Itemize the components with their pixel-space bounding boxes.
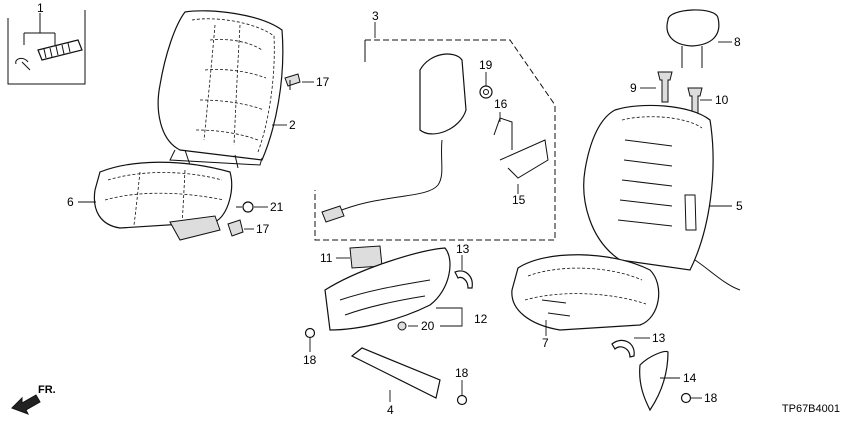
callout-16: 16 xyxy=(494,97,508,111)
callout-14: 14 xyxy=(683,371,697,385)
part-13-trim-clip-lower xyxy=(611,339,635,358)
callout-15: 15 xyxy=(512,193,526,207)
part-5-seat-back-cover xyxy=(583,104,741,291)
part-19-nut xyxy=(479,85,493,99)
part-18-screw-center xyxy=(456,394,468,406)
part-7-cushion-cover xyxy=(511,254,660,331)
callout-1: 1 xyxy=(37,1,44,15)
diagram-code: TP67B4001 xyxy=(781,403,840,415)
part-18-screw-right xyxy=(680,392,692,404)
part-14-cover xyxy=(639,350,669,412)
part-17-clip-upper xyxy=(284,73,301,90)
front-direction-arrow xyxy=(11,394,41,415)
callout-8: 8 xyxy=(734,35,741,49)
part-6-seat-cushion xyxy=(93,161,233,241)
part-21-bolt xyxy=(236,201,254,213)
part-15-wire xyxy=(499,139,549,179)
part-17-clip-lower xyxy=(227,219,244,237)
callout-4: 4 xyxy=(387,403,394,417)
callout-7: 7 xyxy=(542,336,549,350)
part-9-headrest-guide xyxy=(657,71,673,103)
callout-17-lower: 17 xyxy=(256,222,270,236)
callout-2: 2 xyxy=(289,118,296,132)
callout-18-right: 18 xyxy=(704,391,718,405)
callout-13-upper: 13 xyxy=(456,242,470,256)
leader-lines xyxy=(39,13,732,402)
callout-18-left: 18 xyxy=(303,353,317,367)
callout-17-upper: 17 xyxy=(316,75,330,89)
part-3-side-airbag-group xyxy=(314,39,556,241)
callout-18-center: 18 xyxy=(455,366,469,380)
callout-6: 6 xyxy=(67,195,74,209)
front-direction-label: FR. xyxy=(38,384,56,396)
callout-12: 12 xyxy=(474,312,488,326)
callout-10: 10 xyxy=(715,93,729,107)
part-8-headrest xyxy=(666,9,720,68)
part-12-side-trim xyxy=(324,247,451,331)
callout-21: 21 xyxy=(270,200,284,214)
part-4-trim-strip xyxy=(350,347,441,399)
part-16-wire-clip xyxy=(493,117,513,150)
callout-19: 19 xyxy=(479,58,493,72)
callout-3: 3 xyxy=(372,9,379,23)
callout-13-lower: 13 xyxy=(652,331,666,345)
part-18-screw-left xyxy=(304,327,316,339)
callout-5: 5 xyxy=(736,199,743,213)
part-2-seat-back xyxy=(157,10,284,169)
part-20-clip xyxy=(397,321,407,331)
part-1-clip-set xyxy=(7,10,86,85)
callout-11: 11 xyxy=(320,251,333,265)
callout-9: 9 xyxy=(630,81,637,95)
part-13-trim-clip-upper xyxy=(454,270,473,289)
callout-20: 20 xyxy=(421,319,435,333)
part-11-switch xyxy=(349,245,383,269)
